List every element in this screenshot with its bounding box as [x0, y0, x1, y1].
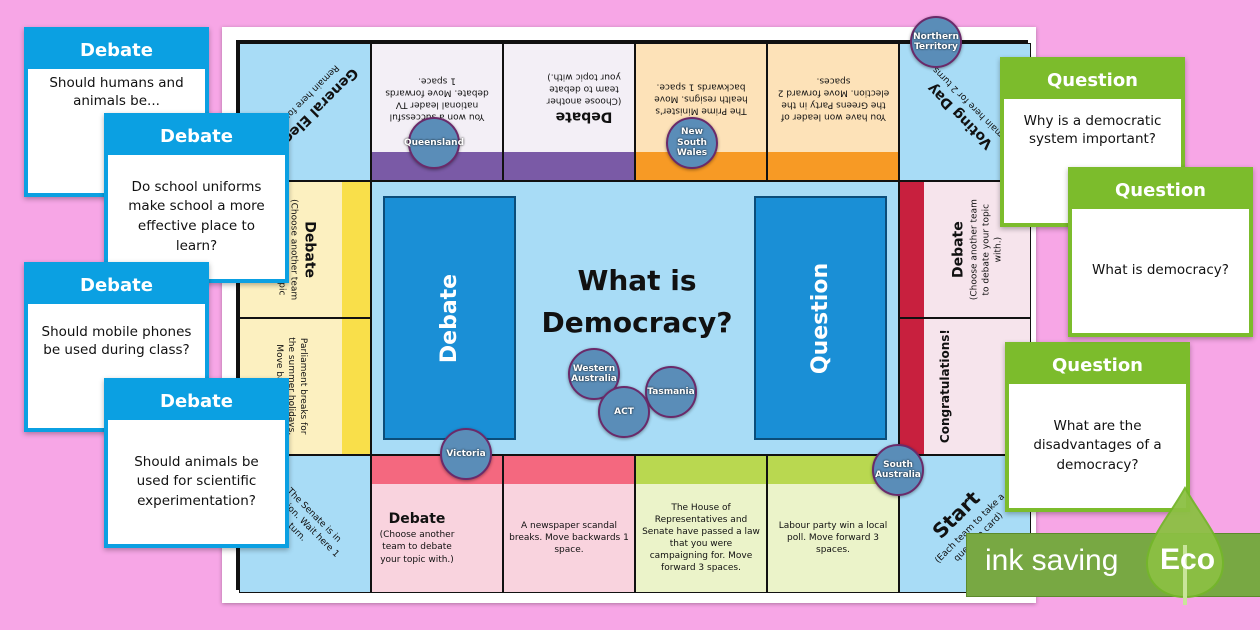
space-title: Congratulations! — [937, 329, 952, 444]
card-text: Should animals be used for scientific ex… — [108, 420, 285, 544]
eco-label: Eco — [1160, 543, 1216, 576]
space-text: You have won leader of the Greens Party … — [777, 74, 889, 122]
question-pile-label: Question — [808, 262, 833, 374]
space-top-2: Debate (Choose another team to debate you… — [503, 43, 635, 181]
space-right-1: Debate(Choose another team to debate you… — [899, 181, 1031, 318]
card-text: Why is a democratic system important? — [1004, 99, 1181, 223]
question-card-pile[interactable]: Question — [754, 196, 887, 440]
space-bottom-2: A newspaper scandal breaks. Move backwar… — [503, 455, 635, 593]
space-bottom-1: Debate (Choose another team to debate you… — [371, 455, 503, 593]
leaf-icon — [1145, 485, 1225, 605]
space-text: The House of Representatives and Senate … — [642, 502, 760, 574]
card-header: Debate — [28, 266, 205, 304]
token-tasmania[interactable]: Tasmania — [645, 366, 697, 418]
space-title: Debate — [950, 221, 967, 278]
card-text: What is democracy? — [1072, 209, 1249, 333]
space-title: Debate — [388, 511, 446, 528]
space-bottom-3: The House of Representatives and Senate … — [635, 455, 767, 593]
card-header: Question — [1009, 346, 1186, 384]
ink-saving-label: ink saving — [985, 544, 1119, 577]
card-header: Question — [1072, 171, 1249, 209]
space-text: (Choose another team to debate your topi… — [546, 71, 622, 106]
space-title: Debate — [301, 221, 318, 278]
token-queensland[interactable]: Queensland — [404, 117, 464, 169]
token-northern-territory[interactable]: Northern Territory — [910, 16, 962, 68]
card-text: Do school uniforms make school a more ef… — [108, 155, 285, 279]
space-text: (Choose another team to debate your topi… — [379, 530, 455, 565]
token-act[interactable]: ACT — [598, 386, 650, 438]
token-new-south-wales[interactable]: New South Wales — [666, 117, 718, 169]
debate-pile-label: Debate — [437, 273, 462, 363]
card-header: Debate — [108, 382, 285, 420]
space-text: A newspaper scandal breaks. Move backwar… — [509, 520, 629, 556]
card-header: Question — [1004, 61, 1181, 99]
card-header: Debate — [108, 117, 285, 155]
space-text: You won a successful national leader TV … — [385, 74, 489, 122]
card-text: What are the disadvantages of a democrac… — [1009, 384, 1186, 508]
space-text: The Prime Minister's health resigns. Mov… — [654, 80, 748, 116]
card-header: Debate — [28, 31, 205, 69]
space-text: Labour party win a local poll. Move forw… — [778, 520, 888, 556]
token-victoria[interactable]: Victoria — [440, 428, 492, 480]
token-south-australia[interactable]: South Australia — [872, 444, 924, 496]
space-top-4: You have won leader of the Greens Party … — [767, 43, 899, 181]
debate-card-pile[interactable]: Debate — [383, 196, 516, 440]
board-title: What is Democracy? — [541, 264, 733, 339]
space-title: Debate — [555, 108, 613, 125]
token-western-australia[interactable]: Western Australia — [568, 348, 620, 400]
